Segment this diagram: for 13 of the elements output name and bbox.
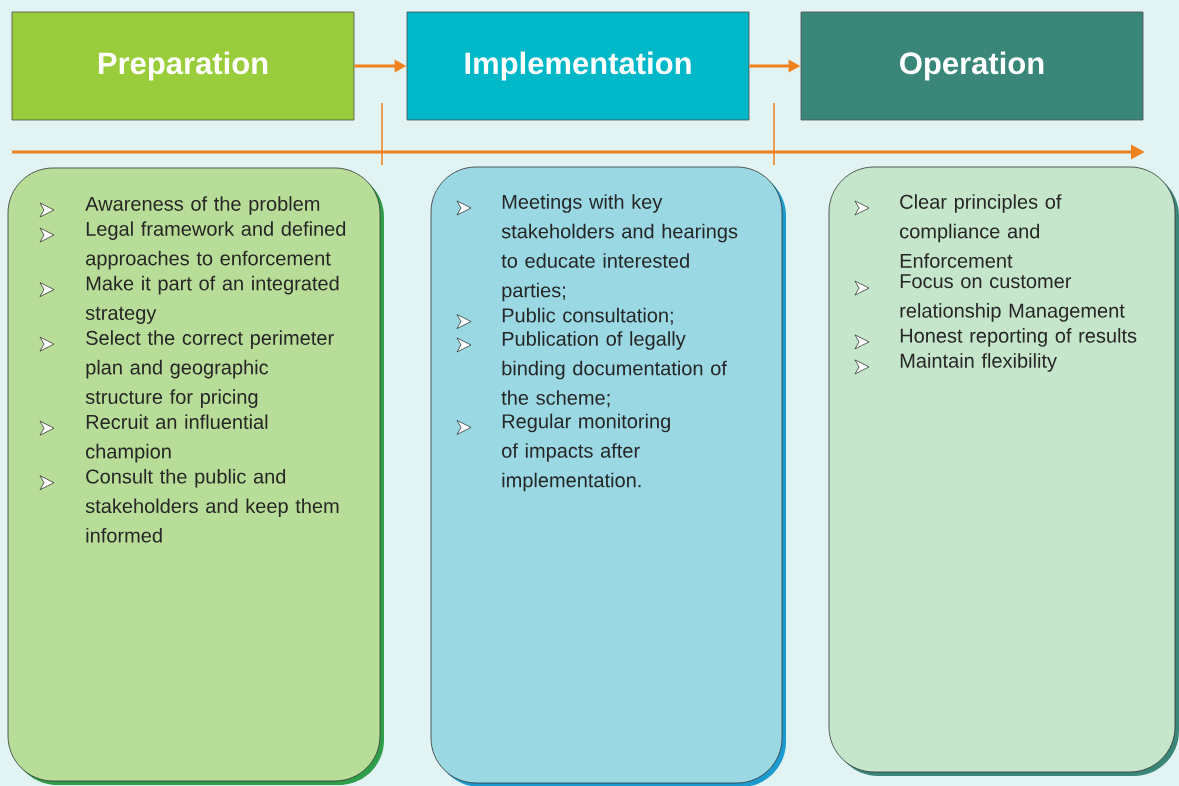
list-item: Recruit an influential champion — [86, 414, 268, 463]
list-item: Public consultation; — [502, 307, 673, 325]
stage-box: Implementation — [406, 11, 750, 121]
stage-box: Preparation — [11, 11, 355, 121]
list-item: Make it part of an integrated strategy — [85, 275, 339, 324]
list-item: Legal framework and defined approaches to enforcement — [86, 221, 346, 270]
list-item: Regular monitoring of impacts after implementation. — [502, 413, 670, 492]
list-item: Awareness of the problem — [85, 196, 320, 215]
list-item: Meetings with key stakeholders and hearings to educate interested parties; — [501, 194, 738, 302]
list-item: Publication of legally binding documentation of the scheme; — [501, 331, 727, 408]
list-item: Consult the public and stakeholders and keep them informed — [85, 468, 339, 543]
list-item: Select the correct perimeter plan and geographic structure for pricing — [85, 330, 334, 408]
stage-box: Operation — [800, 11, 1144, 121]
